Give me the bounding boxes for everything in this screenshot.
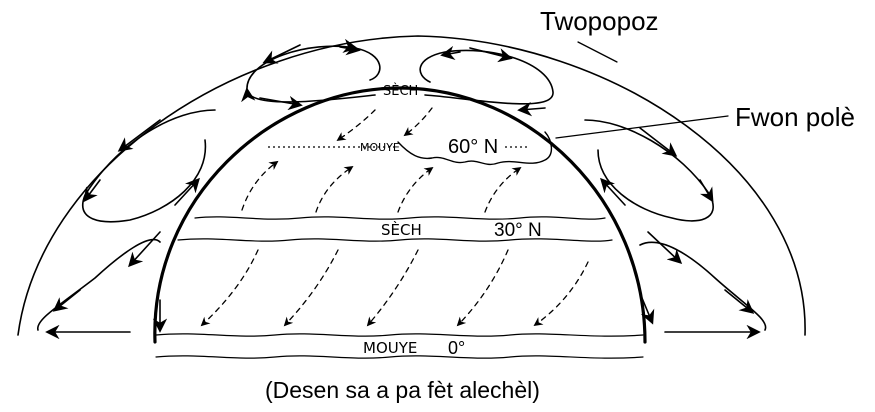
ferrel-cell-right-arrow3 [600,177,626,206]
caption: (Desen sa a pa fèt alechèl) [265,377,540,403]
equator-band-bottom [155,355,644,359]
hadley-cell-right-arrow2 [724,289,755,314]
hadley-cell-left-arrow [128,231,161,268]
ferrel-cell-right-arrow [639,127,678,157]
ferrel-cell-right-arrow2 [699,179,714,203]
polar-cell-right [419,49,554,105]
polar-cell-right-arrow [469,47,513,63]
hadley-cell-left [37,238,161,331]
surface-winds-lower [200,249,589,327]
surface-winds-upper [241,107,522,213]
wet-eq-label: MOUYE [363,339,417,357]
lat-30-band-top [194,216,606,220]
lat-60-label: 60° N [448,136,498,158]
tropopause-label: Twopopoz [540,6,659,36]
polar-front-leader [555,115,729,139]
polar-cell-left-arrow3 [339,41,361,56]
hadley-cell-right-arrow [647,231,683,264]
ferrel-cell-left-arrow [117,119,161,152]
lat-30-band-bottom [177,238,613,242]
equator-band-top [155,333,644,337]
dry-30-label: SÈCH [381,220,422,239]
polar-cell-left-arrow [262,44,301,64]
tropopause-leader [577,41,618,63]
ferrel-cell-left-arrow2 [83,179,101,203]
polar-front-line [397,131,553,166]
tropopause-arc [17,35,806,336]
ferrel-cell-right [584,119,714,222]
hadley-cell-right [639,241,767,331]
hadley-cell-left-arrow2 [52,289,81,312]
polar-cell-left-arrow2 [259,95,303,111]
polar-front-label: Fwon polè [735,102,855,132]
right-down-hook-arrow [640,297,655,325]
polar-cell-right-arrow3 [440,45,461,61]
polar-cell-left [241,38,381,103]
wet-60-label: MOUYE [360,141,400,154]
ferrel-cell-left [82,109,216,223]
polar-cell-right-arrow2 [517,101,546,117]
dry-top-label: SÈCH [383,83,418,99]
lat-30-label: 30° N [494,220,542,241]
earth-surface-arc [153,86,647,344]
lat-0-label: 0° [448,338,465,358]
ferrel-cell-left-arrow3 [174,177,200,206]
